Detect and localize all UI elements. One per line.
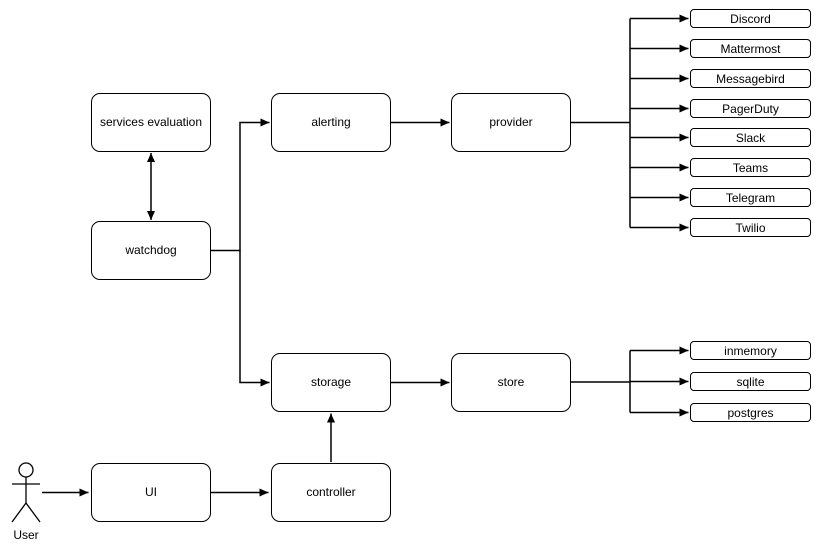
node-ui: UI [91,463,211,522]
node-store: store [451,353,571,412]
node-postgres: postgres [690,403,811,422]
node-inmemory: inmemory [690,341,811,360]
node-alerting: alerting [271,93,391,152]
node-storage: storage [271,353,391,412]
node-sqlite: sqlite [690,372,811,391]
node-twilio: Twilio [690,218,811,237]
user-actor-icon [12,463,40,522]
user-actor-label: User [13,528,39,542]
node-pagerduty: PagerDuty [690,99,811,118]
node-provider: provider [451,93,571,152]
edge-store-trunk [571,351,630,413]
edge-provider-trunk [571,19,630,228]
edge-watchdog-alerting [211,118,270,251]
node-services-evaluation: services evaluation [91,93,211,152]
node-teams: Teams [690,158,811,177]
node-mattermost: Mattermost [690,39,811,58]
node-telegram: Telegram [690,188,811,207]
node-watchdog: watchdog [91,221,211,280]
node-controller: controller [271,463,391,522]
node-discord: Discord [690,9,811,28]
node-messagebird: Messagebird [690,69,811,88]
node-slack: Slack [690,128,811,147]
edge-watchdog-storage [240,251,270,387]
